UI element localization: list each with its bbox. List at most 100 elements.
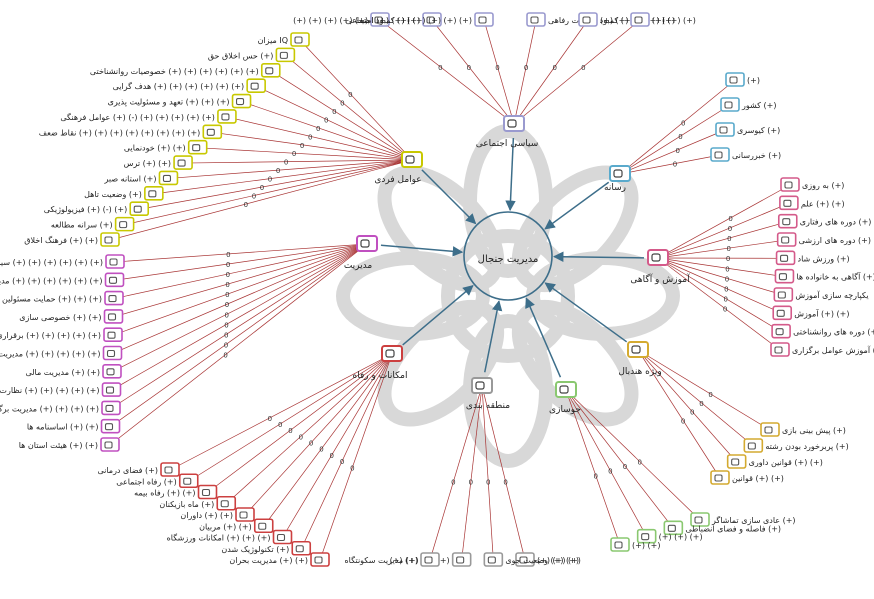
branch-line [431, 19, 515, 125]
branch-weight: 0 [486, 479, 490, 487]
code-label[interactable]: مدیریت سکونتگاه (+) (+) (+) [344, 555, 449, 565]
category-node-social-politics[interactable]: سیاسی اجتماعی [476, 115, 539, 149]
code-label[interactable]: مدیریت برگزاری رویدادها (+) (+) (+) (+) [0, 403, 99, 413]
code-label[interactable]: مدیریت رفتار سازمانی (+) (+) (+) (+) (+) [0, 350, 101, 359]
code-label[interactable]: وضعیت جوی (+) (+) [505, 556, 579, 565]
code-label[interactable]: پیش بینی بازی (+) [782, 426, 846, 435]
code-label[interactable]: سرانه مطالعه (+) [51, 221, 113, 230]
code-label[interactable]: قوانین (+) (+) [732, 474, 784, 483]
code-label[interactable]: خبررسانی (+) [732, 151, 781, 160]
code-label[interactable]: سیستم پاداش و تنبیه (+) (+) (+) (+) (+) … [0, 258, 103, 267]
code-label[interactable]: فرهنگ اخلاق (+) (+) [24, 235, 98, 245]
branch-weight: 0 [268, 176, 272, 184]
code-label[interactable]: ماه بازیکنان (+) [159, 500, 214, 509]
category-arrow-social-politics [505, 137, 516, 212]
code-label[interactable]: خصوصیات روانشناختی (+) (+) (+) (+) (+) (… [90, 67, 259, 76]
code-label[interactable]: فیزیولوژیکی (+) (-) (+) [44, 205, 127, 214]
category-node-atmosphere[interactable]: جوسازی [549, 381, 581, 415]
code-label[interactable]: دوره های رفتاری (+) (+) (+) [800, 218, 874, 227]
code-label[interactable]: حمایت مسئولین رده بالا (+) (+) (+) [0, 295, 102, 304]
code-label[interactable]: مربیان (+) (+) [199, 522, 252, 531]
code-label[interactable]: خصوصی سازی (+) (+) [19, 313, 101, 322]
code-label[interactable]: علم (+) (+) [801, 199, 845, 208]
code-label[interactable]: کیوسری (+) [737, 126, 780, 135]
code-icon [578, 12, 598, 27]
code-label[interactable]: خودنمایی (+) (+) [124, 144, 186, 153]
code-label[interactable]: هیئت استان ها (+) (+) [19, 441, 98, 450]
code-label[interactable]: پربرخورد بودن رشته (+) [765, 442, 848, 451]
code-label[interactable]: یکپارچه سازی آموزش [795, 290, 868, 300]
code-label[interactable]: فضای درمانی (+) [97, 466, 158, 475]
code-icon [422, 12, 442, 27]
branch-weight: 0 [725, 265, 729, 273]
code-icon [483, 552, 504, 567]
code-label[interactable]: مدیریت منابع انسانی (+) (+) (+) (+) (+) … [0, 276, 103, 285]
code-label[interactable]: مدیریت بحران (+) (+) [229, 556, 308, 565]
category-node-media[interactable]: رسانه [604, 165, 631, 193]
category-node-management[interactable]: مدیریت [344, 235, 378, 271]
code-label[interactable]: نظارت و ارزیابی (+) (+) (+) (+) (+) [0, 386, 100, 395]
code-label[interactable]: رفاه بیمه (+) (+) [134, 489, 195, 498]
branch-line [637, 349, 754, 447]
code-label[interactable]: (+) [747, 76, 760, 85]
branch-line [657, 184, 791, 259]
code-label[interactable]: (+) (+) (+) [659, 533, 703, 542]
code-label[interactable]: هدف گرایی (+) (+) (+) (+) (+) (+) [113, 81, 245, 91]
code-label[interactable]: دوره های ارزشی (+) [799, 236, 871, 245]
code-label[interactable]: اساسنامه ها (+) (+) [27, 423, 99, 432]
category-node-special[interactable]: ویژه هندبال [618, 341, 662, 377]
code-label[interactable]: میزان IQ [258, 36, 288, 45]
code-label[interactable]: قوانین داوری (+) (+) [749, 458, 823, 467]
category-node-zoning[interactable]: منطقه بندی [466, 377, 510, 411]
code-label[interactable]: وضعیت تاهل (+) [84, 190, 142, 199]
branch-line [241, 101, 413, 161]
code-label[interactable]: عادی سازی تماشاگر (+) [711, 515, 796, 525]
code-label[interactable]: کشور (+) [741, 101, 776, 110]
code-label[interactable]: امنیت (+) (+) (+) [354, 16, 420, 25]
code-label[interactable]: آموزش (+) (+) [794, 308, 849, 318]
code-label[interactable]: آگاهی به خانواده ها (+) (+) (+) [796, 272, 874, 282]
code-label[interactable]: نقاط ضعف (+) (+) (+) (+) (+) (+) (+) (+) [39, 128, 201, 137]
category-node-individual[interactable]: عوامل فردی [374, 151, 423, 185]
branch-line [110, 243, 368, 427]
code-label[interactable]: کمبود اجتماعی (+) (+) (+) (+) (+) [345, 16, 472, 25]
code-label[interactable]: (+) (+) (+) (+) (+) [293, 16, 368, 25]
code-label[interactable]: تکنولوژیک شدن (+) [221, 545, 289, 554]
code-label[interactable]: استانه صبر (+) [103, 174, 156, 183]
code-label[interactable]: حس اخلاق حق (+) [208, 51, 274, 60]
code-label[interactable]: تعهد و مسئولیت پذیری (+) (+) (+) [108, 98, 230, 107]
code-label[interactable]: (+) (+) [632, 541, 660, 550]
branch-weight: 0 [673, 161, 677, 169]
code-label[interactable]: عوامل فرهنگی (+) (-) (+) (+) (+) (+) (+) [60, 112, 215, 122]
branch-weight: 0 [224, 331, 228, 339]
code-label[interactable]: داوران (+) (+) [180, 511, 233, 520]
code-label[interactable]: (+) (+) (+) [652, 16, 696, 25]
category-node-facilities[interactable]: امکانات و رفاه [353, 345, 408, 381]
code-label[interactable]: امکانات ورزشگاه (+) (+) (+) [167, 533, 271, 543]
code-icon [187, 139, 208, 155]
code-label[interactable]: ترس (+) (+) [124, 159, 171, 168]
central-node-circle [463, 211, 553, 301]
category-arrow-special [544, 282, 628, 343]
category-node-education[interactable]: آموزش و آگاهی [630, 249, 690, 285]
code-branches: 0 میزان IQ 0 حس اخلاق حق (+) 0 خصوصیات روانشن… [0, 12, 874, 567]
branch-line [270, 70, 413, 161]
code-label[interactable]: (+) (+) [390, 556, 418, 565]
code-label[interactable]: مدیریت مالی (+) (+) [25, 368, 100, 377]
code-icon [246, 78, 266, 93]
code-label[interactable]: به روزی (+) [802, 181, 844, 190]
central-node[interactable]: مدیریت جنجال [463, 211, 553, 301]
code-label[interactable]: (+) (+) (+) [537, 556, 581, 565]
code-label[interactable]: دوره های روانشناختی (+) (+) [793, 328, 874, 337]
code-label[interactable]: فاصله و فضای انضباطی (+) [685, 524, 781, 533]
category-arrow-management [380, 244, 464, 257]
code-icon [114, 216, 135, 232]
code-label[interactable]: برقراری عدالت (+) (+) (+) (+) (+) [0, 331, 101, 340]
code-label[interactable]: کمبود امکانات رفاهی (+) (+) [548, 16, 649, 25]
code-label[interactable]: آموزش عوامل برگزاری (+) [792, 345, 874, 355]
branch-line [461, 385, 483, 561]
branch-weight: 0 [332, 108, 336, 116]
code-label[interactable]: رفاه اجتماعی (+) [116, 477, 176, 486]
code-label[interactable]: ورزش شاد (+) [798, 254, 850, 263]
